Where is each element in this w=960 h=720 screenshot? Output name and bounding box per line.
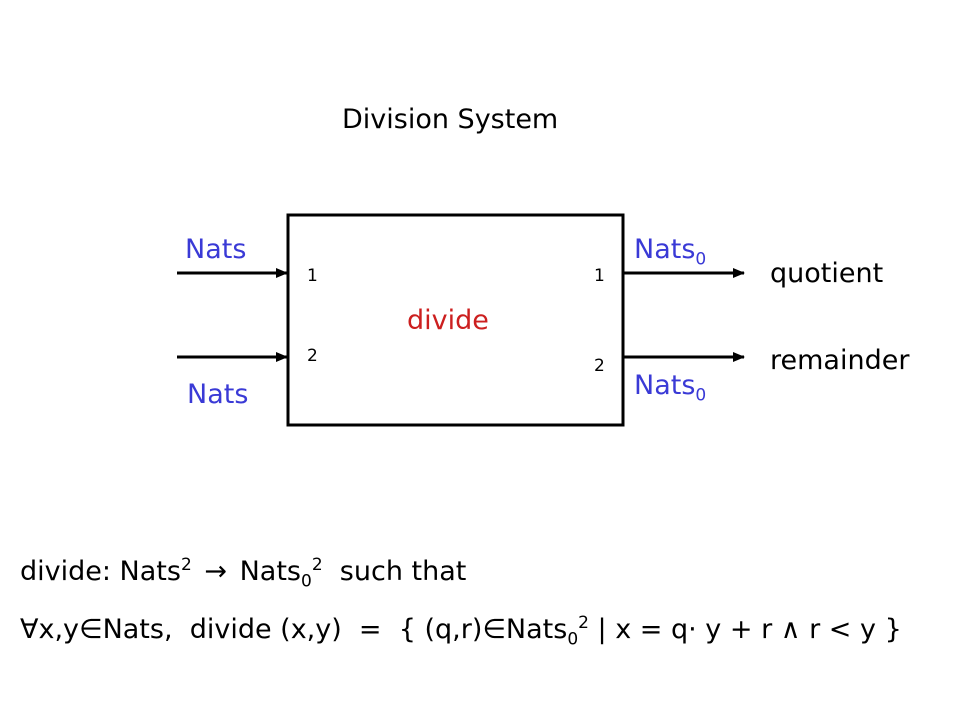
input-port-1: 1 [307,266,318,286]
output-label-quotient: quotient [770,258,884,289]
input-port-2: 2 [307,346,318,366]
diagram-title: Division System [342,104,559,135]
output-port-1: 1 [594,266,605,286]
formula-signature: divide: Nats2 → Nats02 such that [20,555,467,592]
output-port-2: 2 [594,356,605,376]
input-set-1: Nats [185,234,247,265]
divide-block [286,213,625,427]
output-label-remainder: remainder [770,345,910,376]
output-set-2: Nats0 [634,370,707,406]
block-name: divide [407,305,489,336]
output-set-1: Nats0 [634,234,707,270]
input-set-2: Nats [187,379,249,410]
formula-definition: ∀x,y∈Nats, divide (x,y) = { (q,r)∈Nats02… [20,613,902,650]
